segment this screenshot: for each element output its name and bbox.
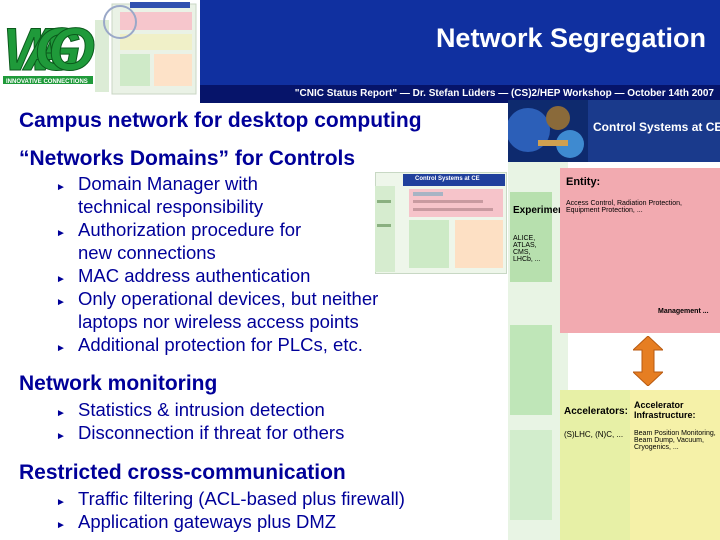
bullet-arrow-icon: ► [56,343,66,354]
double-arrow-icon [633,336,663,386]
bullet-text: Additional protection for PLCs, etc. [78,334,363,355]
banner-title: Control Systems at CERN [593,120,720,134]
bullet-operational-devices: ► Only operational devices, but neither … [56,287,408,333]
bullet-domain-manager: ► Domain Manager with technical responsi… [56,172,328,218]
heading-cross-communication: Restricted cross-communication [19,461,346,484]
accelerators-left-box [510,325,552,415]
bullet-arrow-icon: ► [56,431,66,442]
bullet-text: Domain Manager with technical responsibi… [78,173,264,217]
bullet-text: Application gateways plus DMZ [78,511,337,532]
heading-campus-network: Campus network for desktop computing [19,109,422,132]
bullet-plc-protection: ► Additional protection for PLCs, etc. [56,333,418,356]
bullet-arrow-icon: ► [56,408,66,419]
bullet-arrow-icon: ► [56,182,66,193]
accelerators-subpanel [560,390,630,540]
entity-label: Entity: [566,176,601,188]
slide-header: WAGO INNOVATIVE CONNECTIONS Network Segr… [0,0,720,103]
bullet-mac-auth: ► MAC address authentication [56,264,378,287]
bullet-arrow-icon: ► [56,228,66,239]
bullet-arrow-icon: ► [56,297,66,308]
bullet-text: MAC address authentication [78,265,311,286]
heading-network-domains: “Networks Domains” for Controls [19,147,356,170]
bullet-app-gateways: ► Application gateways plus DMZ [56,510,458,533]
bullet-authorization: ► Authorization procedure for new connec… [56,218,328,264]
bullet-text: Disconnection if threat for others [78,422,345,443]
slide-subtitle: "CNIC Status Report" — Dr. Stefan Lüders… [294,88,714,99]
infrastructure-details: Beam Position Monitoring, Beam Dump, Vac… [634,430,716,451]
title-bar: Network Segregation [200,0,720,85]
entity-details: Access Control, Radiation Protection, Eq… [566,200,682,214]
svg-text:WAGO: WAGO [3,16,95,83]
bullet-arrow-icon: ► [56,274,66,285]
infrastructure-left-box [510,430,552,520]
logo-tagline: INNOVATIVE CONNECTIONS [6,79,88,85]
cern-control-systems-figure: Control Systems at CERN Experiment ALICE… [508,100,720,540]
experiment-label: Experiment [513,205,568,216]
experiment-list: ALICE, ATLAS, CMS, LHCb, ... [513,235,541,263]
bullet-disconnection: ► Disconnection if threat for others [56,421,408,444]
accelerator-list: (S)LHC, (N)C, ... [564,430,624,439]
subtitle-bar: "CNIC Status Report" — Dr. Stefan Lüders… [200,85,720,103]
slide-title: Network Segregation [435,23,706,53]
heading-network-monitoring: Network monitoring [19,372,218,395]
accelerators-label: Accelerators: [564,406,628,417]
bullet-traffic-filtering: ► Traffic filtering (ACL-based plus fire… [56,487,458,510]
infrastructure-label: Accelerator Infrastructure: [634,400,696,420]
bullet-text: Authorization procedure for new connecti… [78,219,302,263]
bullet-arrow-icon: ► [56,520,66,531]
cern-banner: Control Systems at CERN [508,100,720,162]
bullet-text: Traffic filtering (ACL-based plus firewa… [78,488,405,509]
management-label: Management ... [658,308,709,315]
wago-logo: WAGO INNOVATIVE CONNECTIONS [0,0,200,103]
mini-banner-title: Control Systems at CE [415,176,480,182]
experiment-box [510,192,552,282]
bullet-text: Only operational devices, but neither la… [78,288,379,332]
bullet-text: Statistics & intrusion detection [78,399,325,420]
bullet-arrow-icon: ► [56,497,66,508]
bullet-statistics: ► Statistics & intrusion detection [56,398,408,421]
mini-slide-thumbnail: Control Systems at CE [375,172,507,274]
entity-panel [560,168,720,333]
